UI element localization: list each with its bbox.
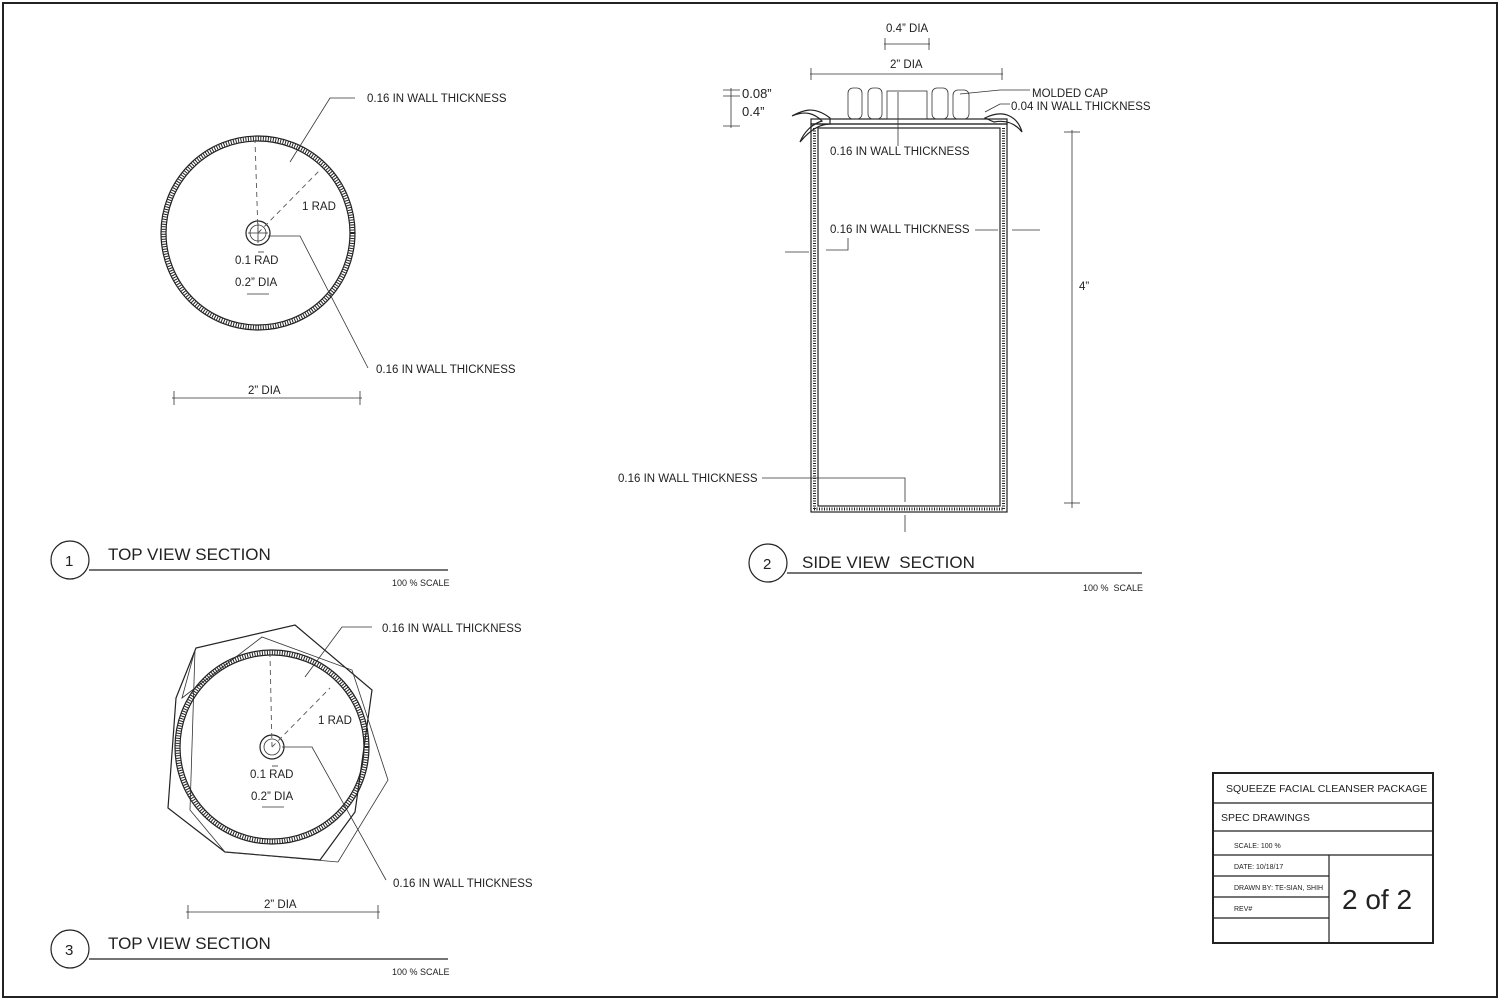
title-block-frame (1212, 772, 1434, 944)
label-wall-lower: 0.16 IN WALL THICKNESS (376, 364, 516, 376)
label-outer-dia: 2” DIA (248, 385, 281, 397)
outer-wall-hatch (161, 136, 355, 330)
radius-dash-vertical (254, 139, 259, 234)
leader-molded-cap (959, 89, 1030, 95)
view-number: 1 (65, 553, 73, 570)
title-block: SQUEEZE FACIAL CLEANSER PACKAGE SPEC DRA… (1212, 772, 1434, 944)
view-number-circle (50, 540, 90, 580)
top-view-1: 0.16 IN WALL THICKNESS 1 RAD 0.1 RAD 0.2… (50, 93, 516, 588)
leader-wall-lower (268, 235, 369, 369)
label-outer-dia: 2” DIA (264, 899, 297, 911)
outer-wall-inner (165, 140, 351, 326)
label-wall-mid: 0.16 IN WALL THICKNESS (830, 224, 970, 236)
view-scale: 100 % SCALE (392, 967, 450, 977)
nozzle-tube-3 (931, 87, 949, 120)
label-molded-cap: MOLDED CAP (1032, 88, 1108, 100)
top-view-3: 0.16 IN WALL THICKNESS 1 RAD 0.1 RAD 0.2… (50, 623, 533, 977)
label-inner-dia: 0.2” DIA (235, 277, 278, 289)
radius-dash-diagonal (257, 169, 321, 234)
nozzle-inner (263, 738, 281, 756)
label-radius: 1 RAD (302, 201, 336, 213)
outer-wall-outer (174, 649, 370, 845)
label-inner-radius: 0.1 RAD (235, 255, 278, 267)
view-number: 2 (763, 556, 771, 573)
label-inner-radius: 0.1 RAD (250, 769, 293, 781)
tb-date: DATE: 10/18/17 (1234, 864, 1283, 871)
bottle-inner-wall (817, 127, 1001, 507)
nozzle-tube-1 (847, 87, 863, 120)
label-height: 4” (1079, 281, 1089, 293)
tb-project: SQUEEZE FACIAL CLEANSER PACKAGE (1226, 783, 1427, 795)
leader-wall-upper (289, 97, 355, 163)
leader-wall-lower (282, 746, 387, 881)
label-wall-upper: 0.16 IN WALL THICKNESS (367, 93, 507, 105)
view-title: TOP VIEW SECTION (108, 545, 271, 564)
label-cap-height-b: 0.4” (742, 104, 764, 119)
view-scale: 100 % SCALE (392, 578, 450, 588)
tb-scale: SCALE: 100 % (1234, 843, 1281, 850)
leader-wall-upper (304, 626, 372, 678)
leader-wall-bottom (762, 477, 906, 502)
bottle-outer-wall (810, 123, 1008, 513)
view-title: SIDE VIEW SECTION (802, 553, 975, 572)
label-cap-wall: 0.04 IN WALL THICKNESS (1011, 101, 1151, 113)
label-cap-dia: 2” DIA (890, 59, 923, 71)
label-wall-top: 0.16 IN WALL THICKNESS (830, 146, 970, 158)
view-scale: 100 % SCALE (1083, 583, 1143, 593)
outer-wall-outer (160, 135, 356, 331)
label-wall-lower: 0.16 IN WALL THICKNESS (393, 878, 533, 890)
label-wall-upper: 0.16 IN WALL THICKNESS (382, 623, 522, 635)
tb-rev: REV# (1234, 906, 1252, 913)
nozzle-tube-center (886, 90, 928, 120)
radius-dash-vertical (269, 654, 273, 748)
petal-square-a (167, 624, 373, 861)
label-wall-bottom: 0.16 IN WALL THICKNESS (618, 473, 758, 485)
view-title: TOP VIEW SECTION (108, 934, 271, 953)
view-number-circle (50, 929, 90, 969)
cap-leaf-right (983, 113, 1023, 133)
tb-drawn-by: DRAWN BY: TE-SIAN, SHIH (1234, 885, 1323, 892)
label-nozzle-dia: 0.4” DIA (886, 23, 929, 35)
label-cap-height-a: 0.08” (742, 86, 772, 101)
outer-wall-hatch (175, 650, 369, 844)
radius-dash-diagonal (271, 687, 331, 748)
cap-leaf-left (791, 109, 831, 143)
side-view-2: 0.4” DIA 2” DIA 0.08” 0.4” MOLDED CAP 0.… (618, 23, 1151, 593)
leader-wall-mid (826, 238, 849, 251)
petal-square-b (181, 636, 389, 863)
tb-subtitle: SPEC DRAWINGS (1221, 812, 1310, 824)
label-radius: 1 RAD (318, 715, 352, 727)
tb-sheet-number: 2 of 2 (1342, 884, 1412, 915)
nozzle-tube-4 (952, 89, 970, 120)
view-number-circle (748, 543, 788, 583)
view-number: 3 (65, 942, 73, 959)
outer-wall-inner (179, 654, 365, 840)
cap-plate (810, 118, 1008, 125)
label-inner-dia: 0.2” DIA (251, 791, 294, 803)
leader-cap-wall (984, 103, 1010, 113)
nozzle-tube-2 (867, 87, 883, 120)
